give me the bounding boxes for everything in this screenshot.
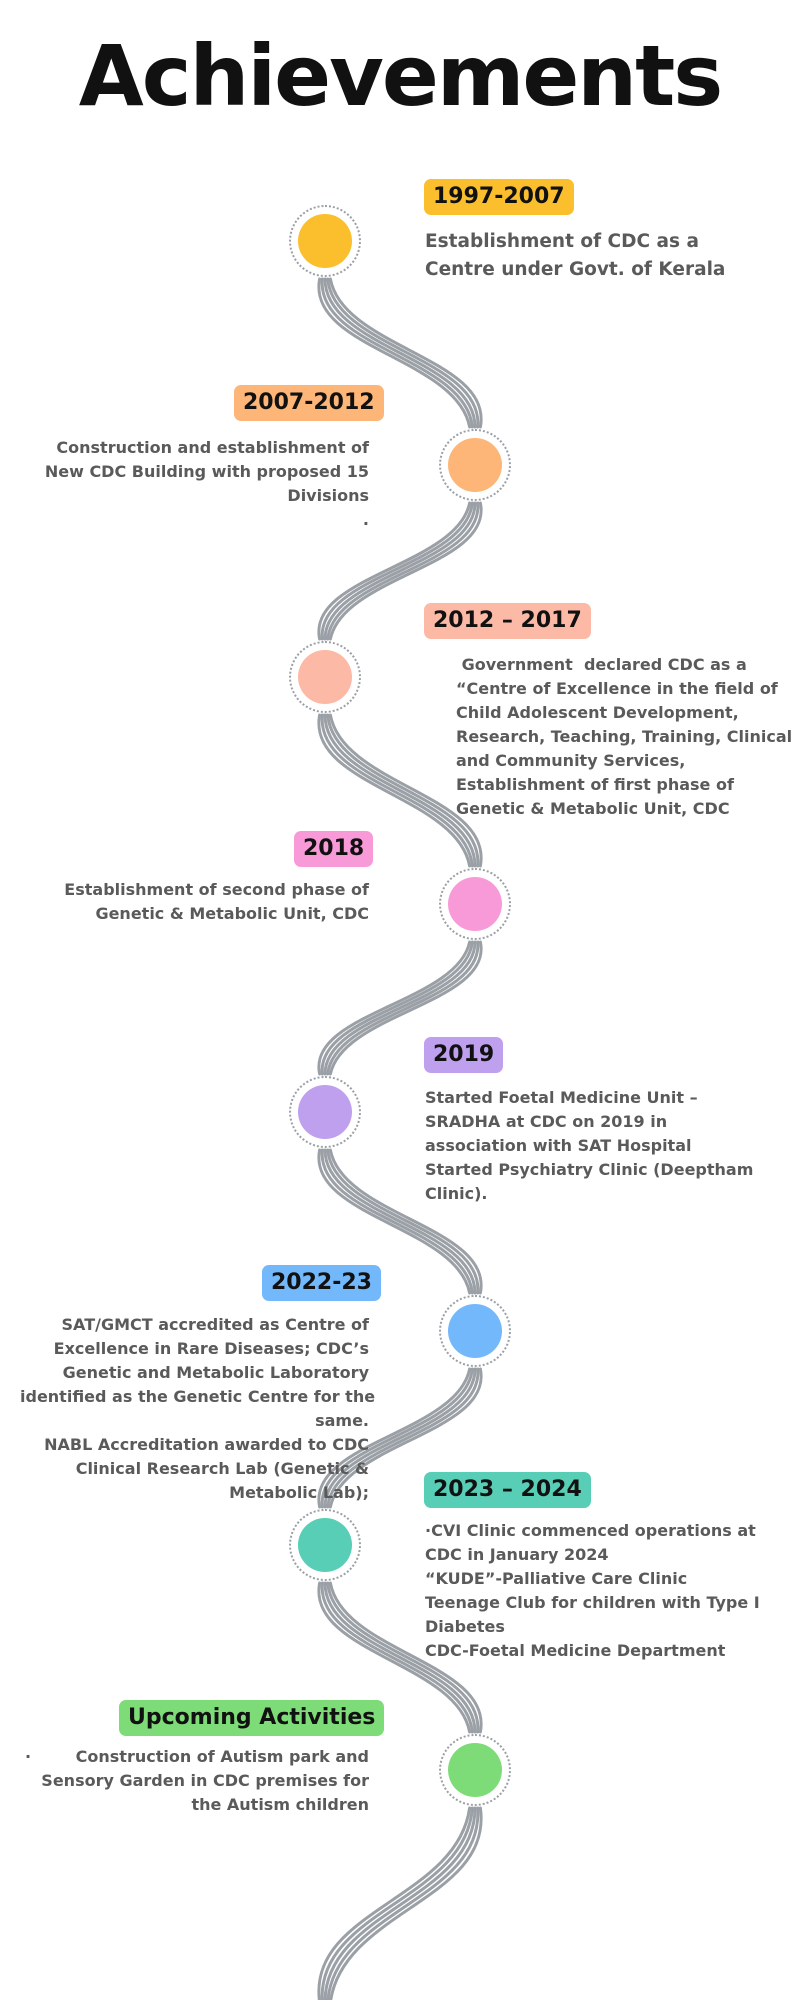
milestone-marker-2023-2024: [289, 1509, 361, 1581]
milestone-marker-2019: [289, 1076, 361, 1148]
road-lane: [317, 277, 483, 2000]
milestone-dot: [448, 438, 502, 492]
road-lane: [320, 277, 480, 2000]
milestone-badge-1997-2007: 1997-2007: [424, 179, 574, 215]
milestone-description-2012-2017: Government declared CDC as a “Centre of …: [456, 655, 793, 818]
milestone-marker-2012-2017: [289, 641, 361, 713]
milestone-dot: [448, 1743, 502, 1797]
milestone-marker-2018: [439, 868, 511, 940]
milestone-description-2007-2012: Construction and establishment of New CD…: [44, 438, 369, 529]
milestone-description-2022-23: SAT/GMCT accredited as Centre of Excelle…: [20, 1315, 376, 1502]
milestone-marker-1997-2007: [289, 205, 361, 277]
milestone-marker-upcoming: [439, 1734, 511, 1806]
milestone-marker-2007-2012: [439, 429, 511, 501]
milestone-description-1997-2007: Establishment of CDC as a Centre under G…: [425, 231, 726, 280]
milestone-badge-2018: 2018: [294, 831, 374, 867]
milestone-description-2019: Started Foetal Medicine Unit – SRADHA at…: [425, 1088, 754, 1203]
milestone-marker-2022-23: [439, 1295, 511, 1367]
page-title: Achievements: [78, 27, 724, 125]
milestone-badge-2012-2017: 2012 – 2017: [424, 603, 591, 639]
milestone-dot: [448, 877, 502, 931]
milestone-badge-2007-2012: 2007-2012: [234, 385, 384, 421]
milestone-dot: [298, 650, 352, 704]
milestone-dot: [298, 1085, 352, 1139]
milestone-badge-2022-23: 2022-23: [262, 1265, 381, 1301]
milestone-dot: [448, 1304, 502, 1358]
road-lane: [323, 277, 477, 2000]
road-lane: [317, 277, 483, 2000]
milestone-dot: [298, 1518, 352, 1572]
milestone-dot: [298, 214, 352, 268]
milestone-description-2018: Establishment of second phase of Genetic…: [64, 880, 369, 923]
milestone-badge-2023-2024: 2023 – 2024: [424, 1472, 591, 1508]
milestone-badge-upcoming: Upcoming Activities: [119, 1700, 385, 1736]
milestone-description-upcoming: · Construction of Autism park and Sensor…: [25, 1747, 369, 1814]
milestone-description-2023-2024: ·CVI Clinic commenced operations at CDC …: [425, 1521, 760, 1660]
milestone-badge-2019: 2019: [424, 1037, 504, 1073]
road-lane: [320, 277, 480, 2000]
